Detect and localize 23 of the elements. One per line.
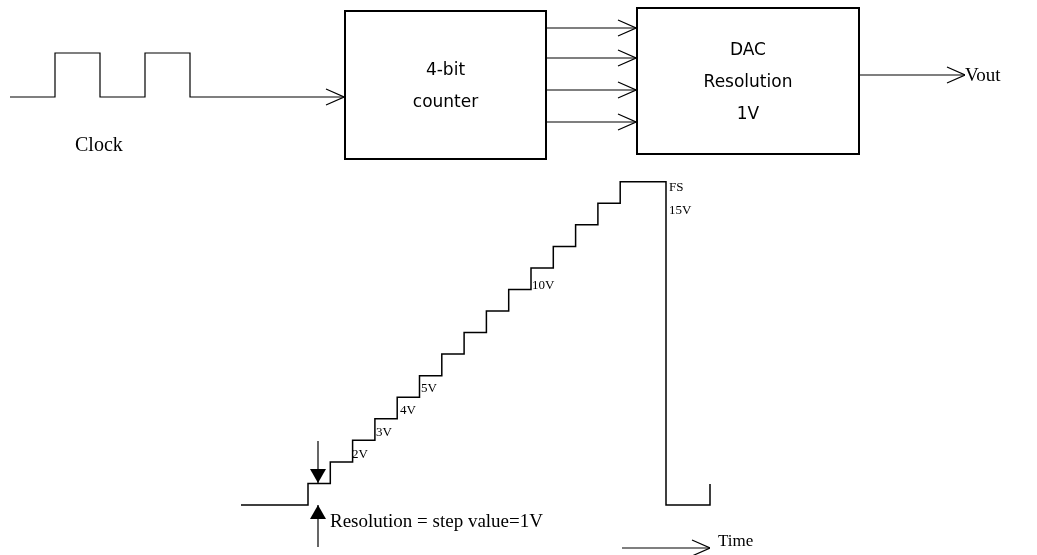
block-box bbox=[344, 10, 547, 160]
value-label: Resolution = step value=1V bbox=[330, 511, 543, 530]
value-label: Time bbox=[718, 532, 754, 549]
arrow bbox=[546, 19, 637, 37]
value-label: 5V bbox=[421, 381, 437, 394]
block-label: DAC bbox=[730, 38, 766, 61]
value-label: 15V bbox=[669, 203, 692, 216]
output-label: Vout bbox=[965, 64, 1001, 86]
value-label: 4V bbox=[400, 403, 416, 416]
arrow bbox=[232, 88, 345, 106]
block-label: Resolution 1V bbox=[702, 70, 794, 125]
value-label: 10V bbox=[532, 278, 555, 291]
arrow bbox=[546, 49, 637, 67]
arrow bbox=[546, 113, 637, 131]
value-label: 3V bbox=[376, 425, 392, 438]
value-label: 2V bbox=[352, 447, 368, 460]
value-label: FS bbox=[669, 180, 684, 193]
arrow bbox=[859, 66, 966, 84]
signal-label: Clock bbox=[75, 134, 123, 154]
block-label: 4-bit counter bbox=[411, 58, 480, 113]
clock-waveform bbox=[10, 52, 233, 98]
block-box bbox=[636, 7, 860, 155]
arrow bbox=[546, 81, 637, 99]
